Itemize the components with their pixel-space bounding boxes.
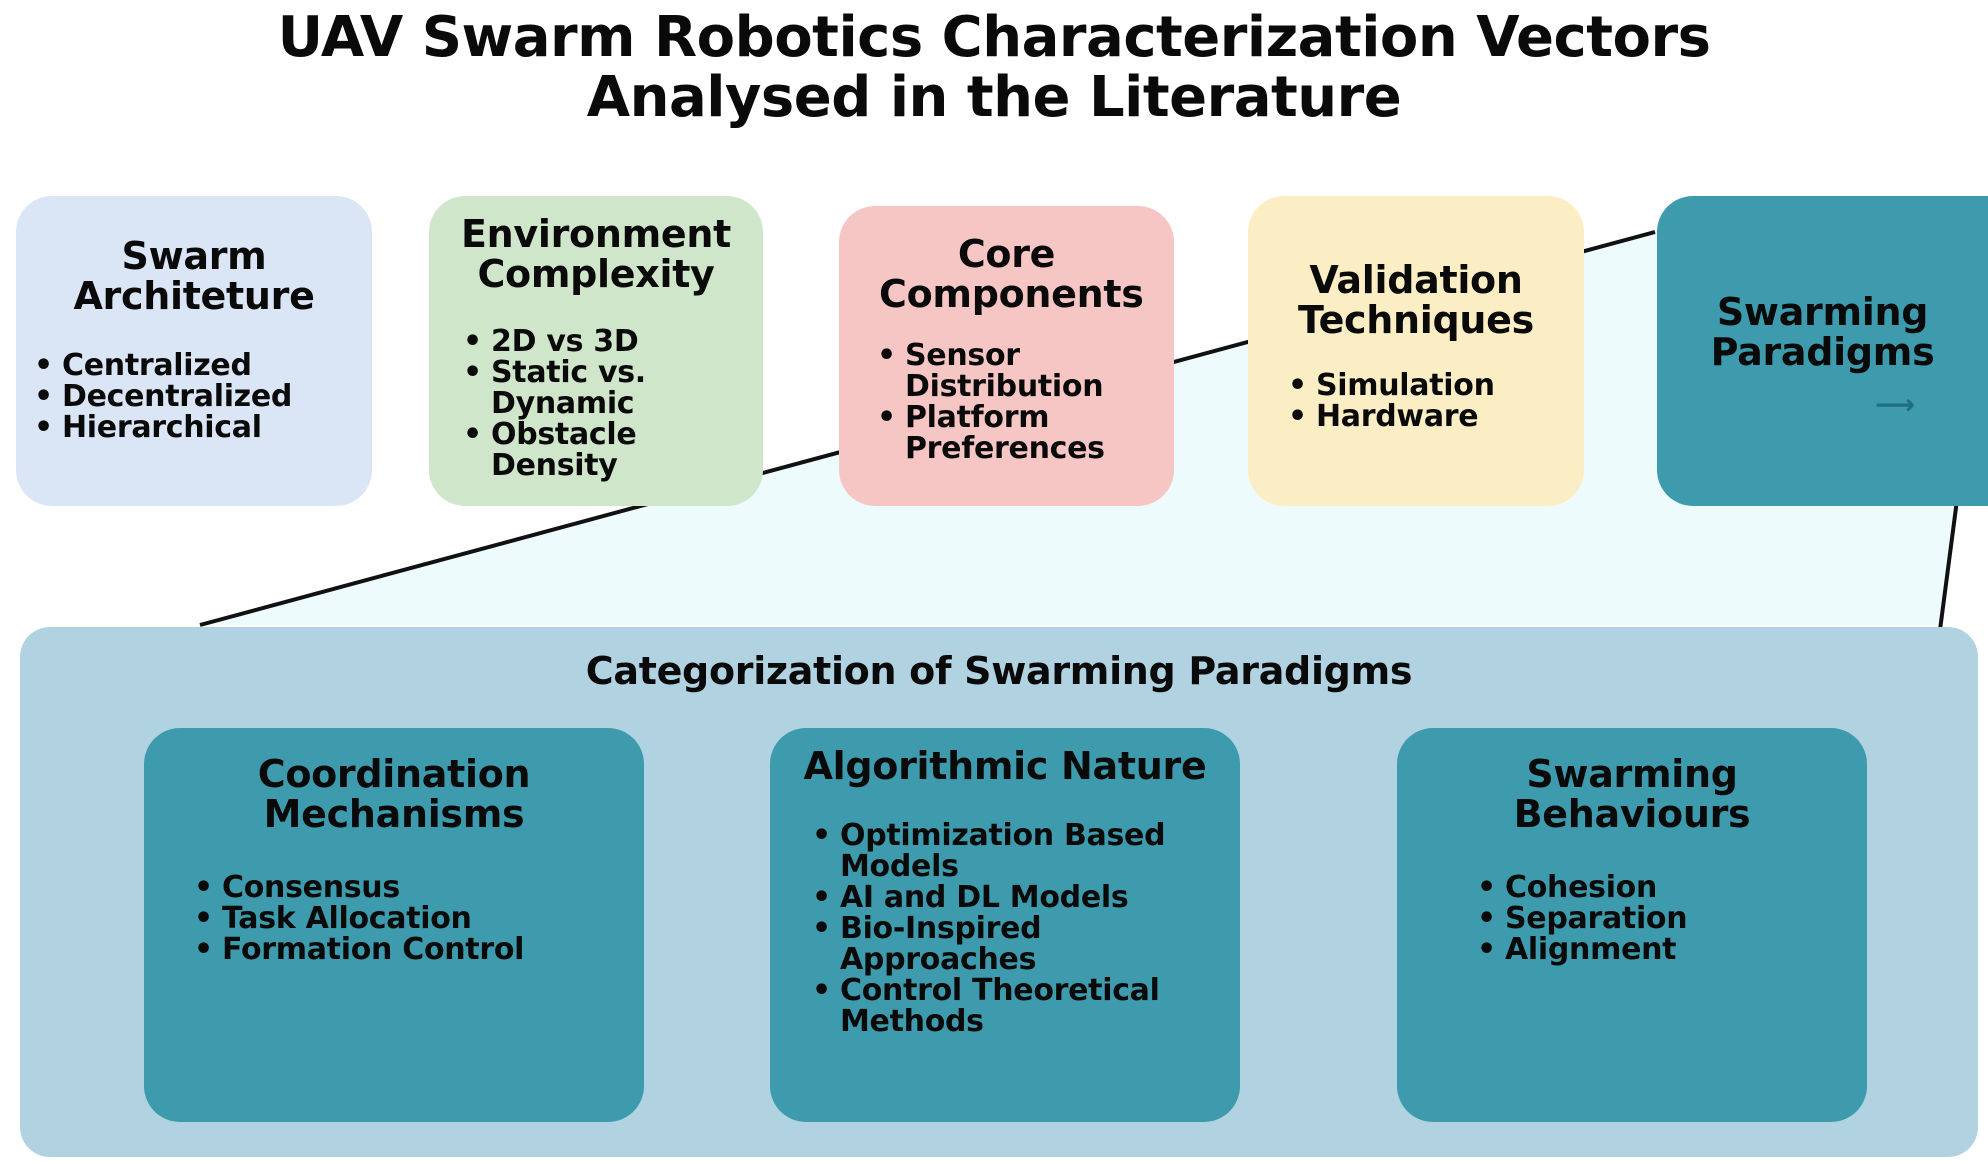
box-title: Swarming Behaviours (1513, 752, 1751, 836)
list-item: AI and DL Models (810, 882, 1220, 913)
box-title: Swarming Paradigms (1710, 290, 1935, 374)
box-swarm-architecture: Swarm Architeture Centralized Decentrali… (16, 196, 372, 506)
list-item: Centralized (32, 350, 372, 381)
list-item: Bio-Inspired Approaches (810, 913, 1220, 975)
box-swarming-behaviours: Swarming Behaviours Cohesion Separation … (1397, 728, 1867, 1122)
diagram-title: UAV Swarm Robotics Characterization Vect… (0, 8, 1988, 128)
box-coordination-mechanisms: Coordination Mechanisms Consensus Task A… (144, 728, 644, 1122)
list-item: Sensor Distribution (875, 340, 1158, 402)
box-core-components: Core Components Sensor Distribution Plat… (839, 206, 1174, 506)
box-title: Coordination Mechanisms (257, 752, 531, 836)
list-item: Optimization Based Models (810, 820, 1220, 882)
list-item: Cohesion (1475, 872, 1847, 903)
box-list: Optimization Based Models AI and DL Mode… (810, 820, 1220, 1037)
list-item: Static vs. Dynamic (461, 357, 747, 419)
title-line-2: Analysed in the Literature (586, 65, 1402, 130)
panel-title: Categorization of Swarming Paradigms (585, 649, 1413, 693)
box-swarming-paradigms: Swarming Paradigms ⟶ (1657, 196, 1988, 506)
list-item: Consensus (192, 872, 624, 903)
list-item: Decentralized (32, 381, 372, 412)
box-list: Sensor Distribution Platform Preferences (875, 340, 1158, 464)
box-list: Cohesion Separation Alignment (1475, 872, 1847, 965)
list-item: 2D vs 3D (461, 326, 747, 357)
box-title: Environment Complexity (461, 212, 731, 296)
box-title: Core Components (879, 232, 1144, 316)
box-title: Swarm Architeture (73, 234, 315, 318)
list-item: Task Allocation (192, 903, 624, 934)
box-title: Validation Techniques (1298, 258, 1534, 342)
box-list: 2D vs 3D Static vs. Dynamic Obstacle Den… (461, 326, 747, 481)
list-item: Separation (1475, 903, 1847, 934)
list-item: Control Theoretical Methods (810, 975, 1220, 1037)
zoom-line-right (1938, 499, 1959, 631)
box-list: Simulation Hardware (1286, 370, 1568, 432)
list-item: Alignment (1475, 934, 1847, 965)
list-item: Simulation (1286, 370, 1568, 401)
box-environment-complexity: Environment Complexity 2D vs 3D Static v… (429, 196, 763, 506)
list-item: Obstacle Density (461, 419, 747, 481)
box-list: Centralized Decentralized Hierarchical (32, 350, 372, 443)
list-item: Platform Preferences (875, 402, 1158, 464)
title-line-1: UAV Swarm Robotics Characterization Vect… (277, 5, 1711, 70)
list-item: Formation Control (192, 934, 624, 965)
box-validation-techniques: Validation Techniques Simulation Hardwar… (1248, 196, 1584, 506)
box-list: Consensus Task Allocation Formation Cont… (192, 872, 624, 965)
arrow-icon: ⟶ (1875, 388, 1916, 421)
list-item: Hardware (1286, 401, 1568, 432)
box-title: Algorithmic Nature (803, 744, 1207, 788)
box-algorithmic-nature: Algorithmic Nature Optimization Based Mo… (770, 728, 1240, 1122)
list-item: Hierarchical (32, 412, 372, 443)
